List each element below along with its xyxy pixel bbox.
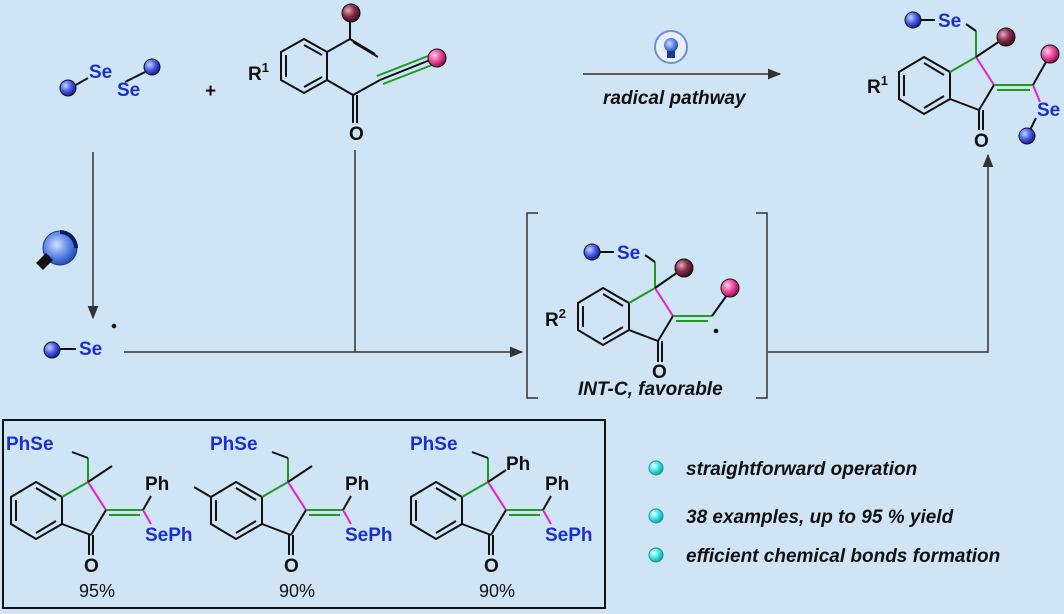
pink-sphere-icon [427, 48, 447, 68]
phenyl-label: Ph [145, 474, 169, 495]
pink-sphere-icon [1040, 44, 1060, 64]
intermediate-brackets [526, 212, 768, 399]
diselenide-reagent: Se Se [59, 58, 161, 101]
carbonyl-oxygen: O [974, 131, 989, 152]
phenyl-label: Ph [506, 454, 530, 475]
radical-dot [713, 328, 719, 334]
blue-sphere-icon [43, 341, 61, 359]
phenylselenide-label: SePh [345, 525, 393, 546]
feature-item: straightforward operation [686, 459, 917, 480]
carbonyl-oxygen: O [284, 556, 299, 577]
bullet-icon [648, 508, 664, 524]
radical-dot [111, 323, 117, 329]
bullet-icon [648, 547, 664, 563]
blue-sphere-icon [1018, 127, 1036, 145]
feature-item: efficient chemical bonds formation [686, 546, 1000, 567]
intermediate-caption: INT-C, favorable [578, 379, 723, 400]
example-3: PhSe Ph Ph SePh O 90% [410, 434, 593, 601]
phenyl-label: Ph [345, 474, 369, 495]
yield-label: 95% [79, 581, 115, 601]
plus-sign: + [205, 81, 216, 102]
feature-item: 38 examples, up to 95 % yield [686, 507, 954, 528]
blue-sphere-icon [904, 11, 922, 29]
phenylselenyl-label: PhSe [6, 434, 54, 455]
maroon-sphere-icon [996, 27, 1016, 47]
selenium-label: Se [1037, 100, 1060, 121]
phenylselenyl-label: PhSe [210, 434, 258, 455]
carbonyl-oxygen: O [349, 124, 364, 145]
condition-label: radical pathway [603, 88, 747, 109]
r1-label: R1 [248, 60, 269, 85]
selenium-label: Se [617, 243, 640, 264]
phenylselenyl-label: PhSe [410, 434, 458, 455]
product-arrow [768, 153, 994, 353]
blue-sphere-icon [59, 79, 77, 97]
phenyl-label: Ph [545, 474, 569, 495]
example-1: PhSe Ph SePh O 95% [6, 434, 193, 601]
r2-label: R2 [545, 306, 566, 331]
maroon-sphere-icon [674, 258, 694, 278]
alkynone-substrate [280, 14, 433, 123]
bullet-icon [648, 460, 664, 476]
r1-label: R1 [867, 73, 888, 98]
selenium-label: Se [938, 11, 961, 32]
product-structure [898, 19, 1047, 131]
phenylselenide-label: SePh [545, 525, 593, 546]
photocatalyst-icon [654, 30, 688, 64]
radical-label: Se [79, 339, 102, 360]
blue-sphere-icon [583, 243, 601, 261]
maroon-sphere-icon [341, 3, 361, 23]
selenyl-radical: Se [43, 323, 117, 360]
example-2: PhSe Ph SePh O 90% [193, 434, 393, 601]
selenium-label: Se [117, 80, 140, 101]
yield-label: 90% [479, 581, 515, 601]
phenylselenide-label: SePh [145, 525, 193, 546]
blue-sphere-icon [143, 58, 161, 76]
pink-sphere-icon [720, 278, 740, 298]
intermediate-int-c [577, 251, 728, 362]
features-list: straightforward operation 38 examples, u… [648, 459, 1000, 567]
carbonyl-oxygen: O [652, 362, 667, 383]
yield-label: 90% [279, 581, 315, 601]
selenium-label: Se [89, 62, 112, 83]
carbonyl-oxygen: O [84, 556, 99, 577]
carbonyl-oxygen: O [484, 556, 499, 577]
light-bulb-icon [36, 230, 78, 270]
